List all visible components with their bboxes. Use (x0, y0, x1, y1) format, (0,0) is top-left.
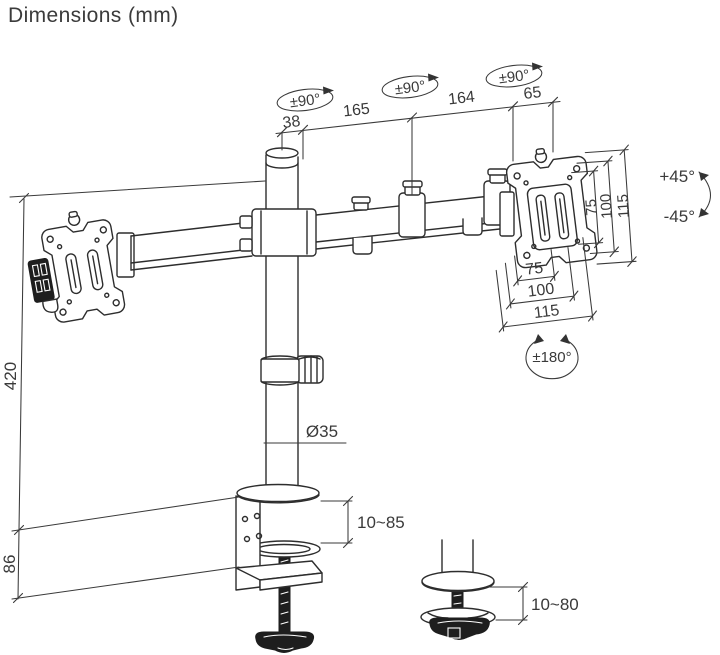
pole-diameter-dimension: Ø35 (263, 422, 347, 444)
clamp-knob (255, 631, 315, 653)
left-dimension-chain: 420 86 (0, 180, 266, 604)
circular-rotation-arrow-icon (525, 339, 579, 380)
pivot-indicator: ±180° (525, 334, 579, 380)
tilt-down-label: -45° (664, 207, 695, 226)
right-arm-bracket (499, 191, 515, 237)
vesa-h-115-label: 115 (533, 302, 560, 322)
pole-sleeve (260, 355, 300, 386)
right-vesa-plate (505, 148, 598, 269)
desk-clamp (235, 483, 323, 653)
cable-hook-icon (352, 236, 373, 255)
pole-height-label: 420 (1, 362, 20, 390)
rotation-arrow-icon (323, 86, 334, 95)
vesa-v-115-label: 115 (614, 194, 633, 219)
vesa-h-75-label: 75 (524, 260, 544, 279)
quick-release-latch (27, 257, 59, 313)
grommet-mount (420, 539, 496, 642)
left-arm-bracket (116, 232, 135, 278)
rotation-arrow-icon (428, 73, 439, 82)
clamp-thickness-label: 10~85 (357, 513, 405, 532)
dim-38-label: 38 (282, 113, 302, 132)
swivel-label: ±90° (289, 91, 322, 112)
cable-clip-knob (295, 355, 324, 384)
vesa-horizontal-dimensions: 75 100 115 (495, 237, 599, 333)
arm-pole-clamp (239, 208, 317, 257)
vesa-h-100-label: 100 (527, 281, 556, 301)
arm-bolt-icon (351, 196, 371, 211)
rotation-arrow-icon (532, 62, 543, 71)
vesa-v-100-label: 100 (597, 193, 616, 219)
dim-165-label: 165 (342, 101, 371, 121)
vesa-vertical-dimensions: 75 100 115 (571, 144, 638, 267)
dim-65-label: 65 (523, 84, 543, 103)
cable-hook-icon (462, 217, 483, 236)
left-vesa-plate (27, 210, 126, 323)
thumbscrew-icon (534, 148, 548, 164)
dim-164-label: 164 (447, 89, 476, 109)
page-title: Dimensions (mm) (8, 4, 179, 27)
swivel-label: ±90° (498, 67, 531, 88)
thumbscrew-icon (67, 210, 81, 226)
tilt-indicator: +45° -45° (659, 167, 712, 226)
grommet-thickness-label: 10~80 (531, 595, 579, 614)
clamp-thickness-dimension: 10~85 (320, 495, 405, 549)
monitor-arm (130, 193, 510, 271)
swivel-indicator-right: ±90° (485, 62, 543, 88)
top-dimension-chain: 38 165 164 65 (275, 84, 561, 195)
clamp-height-label: 86 (0, 555, 19, 574)
grommet-thickness-dimension: 10~80 (487, 581, 579, 626)
pole-diameter-label: Ø35 (306, 422, 338, 441)
swivel-label: ±90° (394, 78, 427, 99)
vesa-v-75-label: 75 (583, 198, 601, 216)
pivot-label: ±180° (532, 349, 571, 366)
swivel-indicator-middle: ±90° (381, 73, 439, 99)
swivel-indicator-left: ±90° (276, 86, 334, 112)
grommet-knob (429, 617, 490, 642)
tilt-up-label: +45° (659, 167, 695, 186)
